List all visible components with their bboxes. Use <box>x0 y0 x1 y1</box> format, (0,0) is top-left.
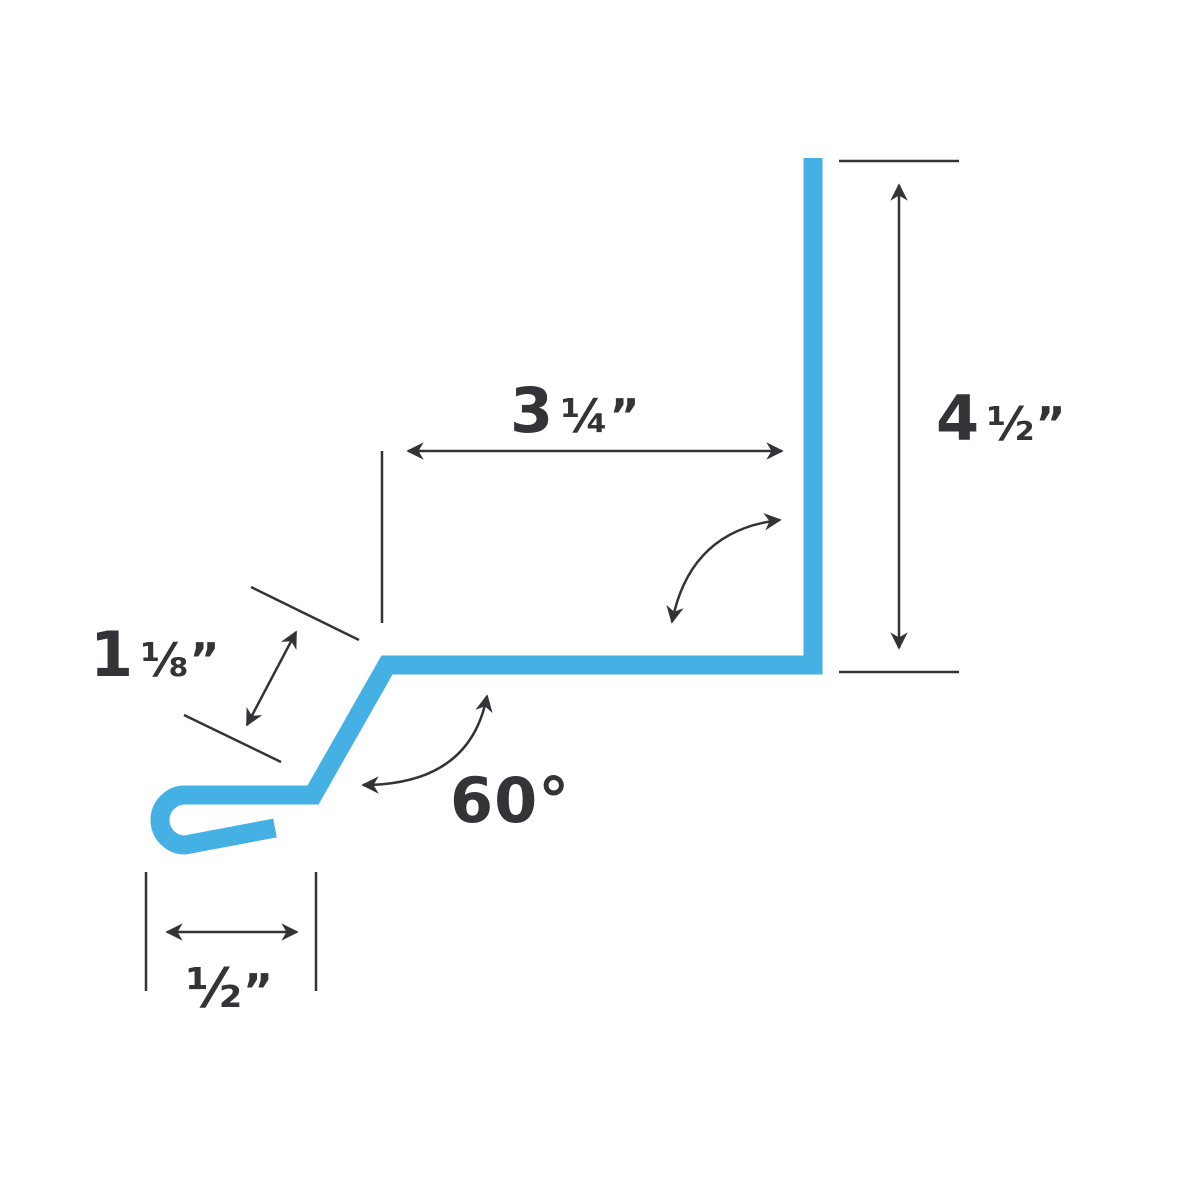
angled-dimension <box>183 585 360 764</box>
horizontal-dimension <box>380 442 784 623</box>
hem-dimension-label: ½” <box>186 962 274 1016</box>
vertical-dimension-label: 4 ½” <box>936 388 1067 450</box>
horizontal-dimension-label: 3 ¼” <box>510 380 641 442</box>
angle-label: 60° <box>450 770 570 832</box>
label-fraction: ½ <box>986 397 1036 451</box>
label-unit: ” <box>189 633 221 687</box>
label-unit: ” <box>609 389 641 443</box>
label-angle: 60° <box>450 764 571 837</box>
label-whole: 1 <box>90 618 135 691</box>
label-fraction: ¼ <box>560 389 610 443</box>
vertical-dimension <box>839 159 959 674</box>
label-unit: ” <box>1035 397 1067 451</box>
label-unit: ” <box>242 964 275 1018</box>
flashing-profile-shape <box>150 158 823 855</box>
label-fraction: ½ <box>186 957 243 1020</box>
label-whole: 3 <box>510 374 555 447</box>
label-whole: 4 <box>936 382 981 455</box>
right-angle-arc-arrow <box>666 513 782 624</box>
sixty-degree-arc-arrow <box>361 694 493 794</box>
label-fraction: ⅛ <box>140 633 190 687</box>
hem-dimension <box>144 872 318 991</box>
angled-dimension-label: 1 ⅛” <box>90 624 221 686</box>
